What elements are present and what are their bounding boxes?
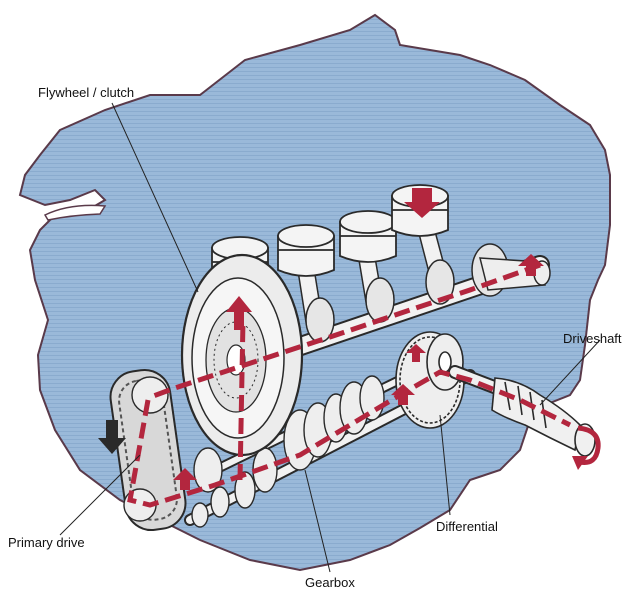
differential-gear bbox=[395, 331, 465, 429]
leader-lines bbox=[59, 102, 601, 573]
piston-down-arrow bbox=[404, 188, 440, 218]
flow-arrows bbox=[173, 188, 601, 490]
diff-up-arrow bbox=[406, 344, 426, 362]
label-primary-drive: Primary drive bbox=[8, 535, 85, 550]
crank-up-arrow bbox=[518, 254, 544, 276]
piston-2 bbox=[277, 224, 335, 277]
label-driveshaft: Driveshaft bbox=[563, 331, 622, 346]
gearbox-up-arrow bbox=[391, 384, 415, 405]
power-flow-path bbox=[127, 262, 572, 508]
driveshaft-rotation-arrow bbox=[577, 425, 601, 465]
label-flywheel-clutch: Flywheel / clutch bbox=[38, 85, 135, 100]
piston-3 bbox=[339, 210, 397, 263]
primary-drive-down-arrow bbox=[98, 420, 126, 454]
label-gearbox: Gearbox bbox=[305, 575, 355, 590]
gearbox-gears bbox=[191, 375, 385, 528]
flywheel-up-arrow bbox=[226, 296, 252, 330]
label-differential: Differential bbox=[436, 519, 498, 534]
output-up-arrow bbox=[173, 468, 197, 490]
block-notch bbox=[43, 204, 107, 221]
